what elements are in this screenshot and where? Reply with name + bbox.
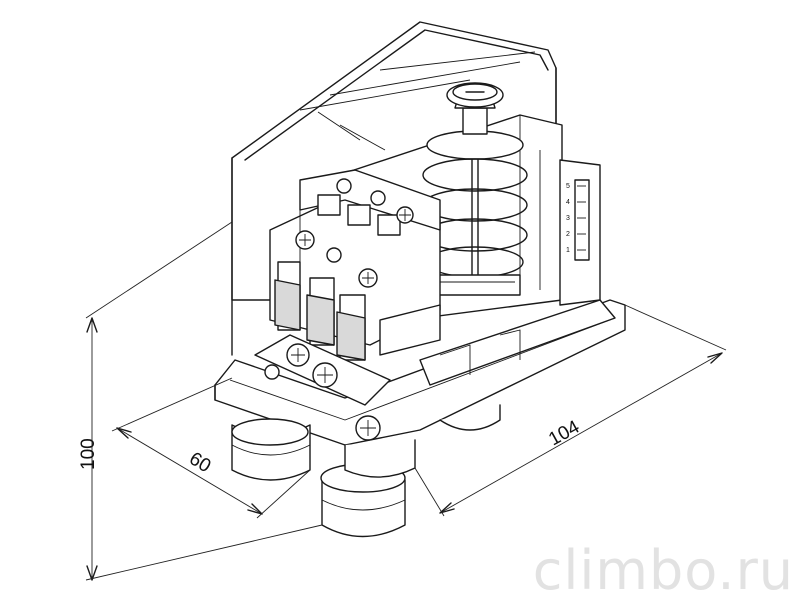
adjustment-screw bbox=[446, 82, 504, 135]
scale-mark-label: 5 bbox=[566, 183, 570, 190]
scale-mark-label: 4 bbox=[566, 199, 570, 206]
earth-terminal bbox=[254, 334, 391, 441]
scale-mark-label: 3 bbox=[566, 215, 570, 222]
scale-mark-label: 2 bbox=[566, 231, 570, 238]
base-plate bbox=[214, 299, 626, 446]
scale-plate: 5 4 3 2 1 bbox=[559, 159, 601, 306]
cable-glands bbox=[231, 404, 501, 538]
terminal-block bbox=[269, 169, 441, 361]
watermark-logo: climbo.ru bbox=[532, 539, 794, 602]
depth-label: 60 bbox=[185, 448, 214, 477]
width-label: 104 bbox=[545, 416, 583, 450]
scale-mark-label: 1 bbox=[566, 247, 570, 254]
height-label: 100 bbox=[78, 438, 99, 470]
dimension-height: 100 bbox=[78, 221, 323, 581]
